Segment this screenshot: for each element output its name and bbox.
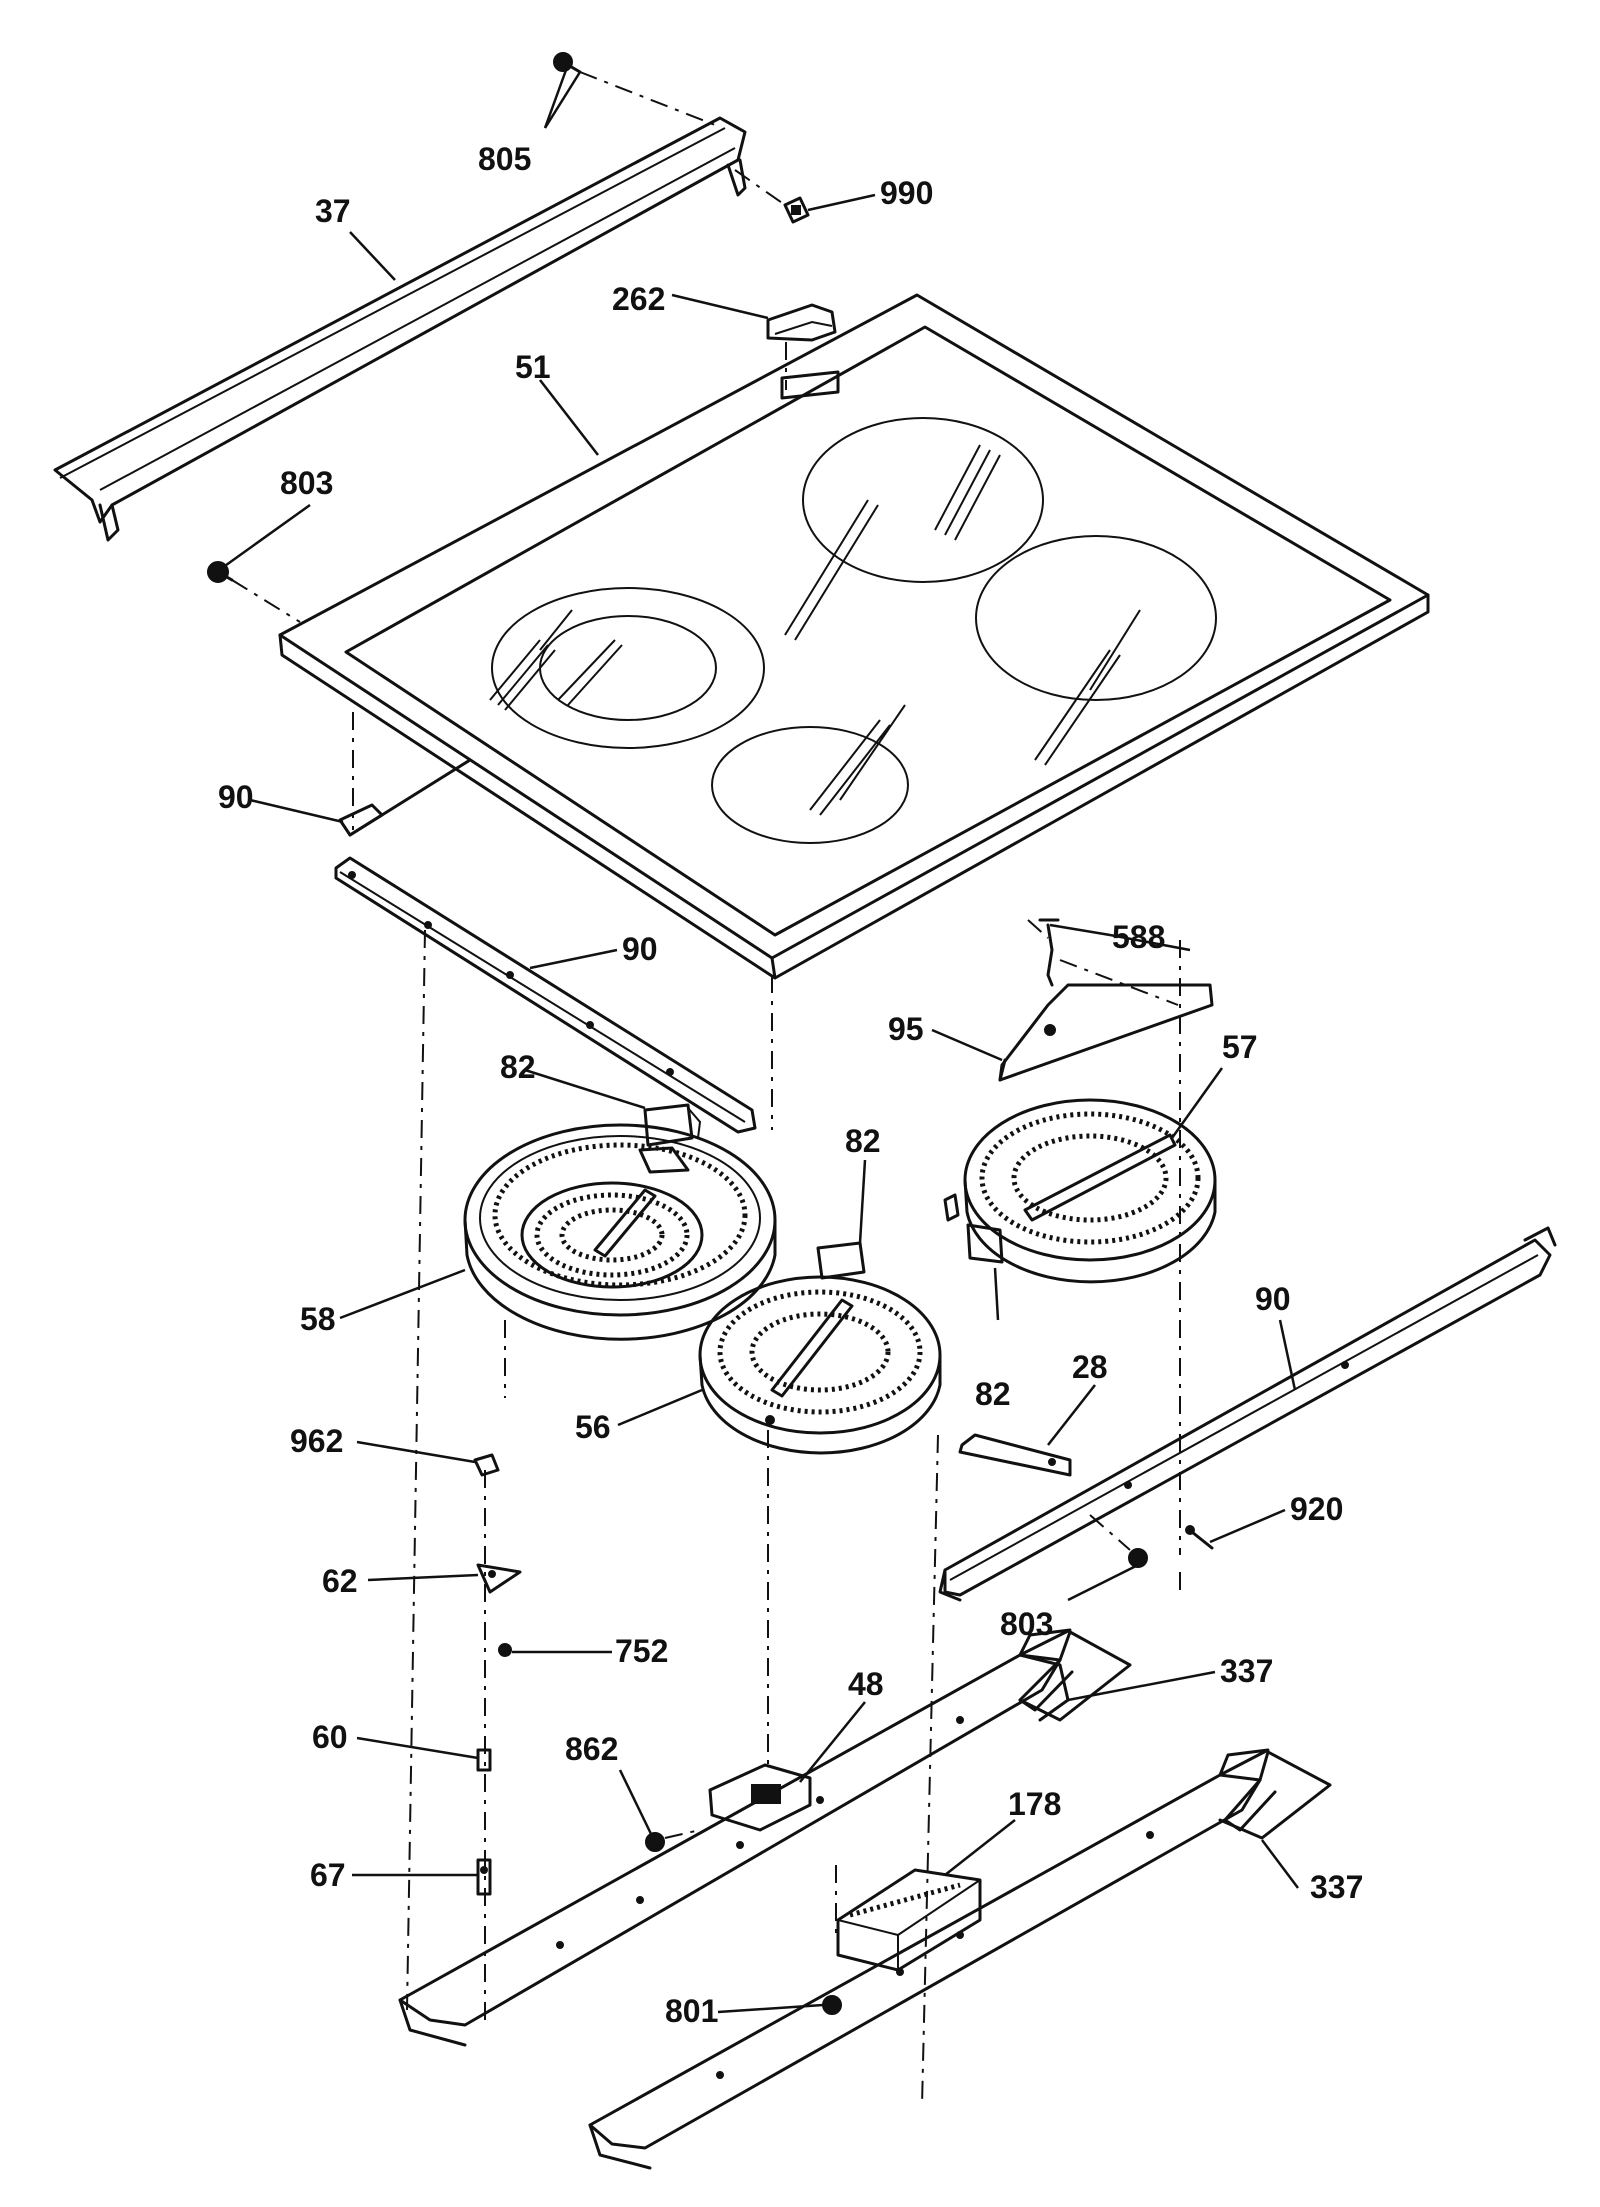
- screw-803-upper: [207, 561, 301, 623]
- terminal-block-48: [708, 1763, 812, 1832]
- clip-962: [473, 1453, 500, 1477]
- callout-labels: 805 990 37 262 51 803 90 90 588 95 57 82…: [218, 141, 1363, 2029]
- label-962: 962: [290, 1423, 343, 1459]
- bracket-95: [998, 983, 1214, 1082]
- screw-862: [645, 1829, 701, 1852]
- clip-990: [734, 169, 810, 224]
- label-95: 95: [888, 1011, 924, 1047]
- label-28: 28: [1072, 1349, 1108, 1385]
- label-803-upper: 803: [280, 465, 333, 501]
- module-178: [836, 1868, 982, 1972]
- leader-lines: [221, 69, 1299, 2014]
- label-58: 58: [300, 1301, 336, 1337]
- label-337-b: 337: [1310, 1869, 1363, 1905]
- label-588: 588: [1112, 919, 1165, 955]
- channel-337-front: [398, 1628, 1132, 2047]
- label-262: 262: [612, 281, 665, 317]
- spring-60: [476, 1748, 492, 1772]
- label-62: 62: [322, 1563, 358, 1599]
- cooktop-glass: [278, 293, 1430, 980]
- label-48: 48: [848, 1666, 884, 1702]
- label-178: 178: [1008, 1786, 1061, 1822]
- label-803-lower: 803: [1000, 1606, 1053, 1642]
- screw-805: [553, 52, 716, 126]
- label-990: 990: [880, 175, 933, 211]
- bracket-262: [766, 303, 837, 390]
- burner-56: [698, 1241, 942, 1455]
- label-82-c: 82: [975, 1376, 1011, 1412]
- label-67: 67: [310, 1857, 346, 1893]
- label-57: 57: [1222, 1029, 1258, 1065]
- side-rail-right: [938, 1226, 1557, 1602]
- label-51: 51: [515, 349, 551, 385]
- pin-920: [1185, 1525, 1214, 1550]
- screw-752: [498, 1643, 512, 1657]
- label-337-a: 337: [1220, 1653, 1273, 1689]
- screw-803-lower: [1089, 1514, 1148, 1568]
- wire-588: [1038, 918, 1060, 987]
- alignment-lines: [352, 712, 1181, 2106]
- bracket-62: [476, 1563, 522, 1594]
- label-82-b: 82: [845, 1123, 881, 1159]
- label-82-a: 82: [500, 1049, 536, 1085]
- side-rail-left: [334, 758, 757, 1134]
- label-752: 752: [615, 1633, 668, 1669]
- burner-58: [463, 1103, 777, 1341]
- label-60: 60: [312, 1719, 348, 1755]
- label-805: 805: [478, 141, 531, 177]
- channel-337-rear: [588, 1748, 1332, 2170]
- label-37: 37: [315, 193, 351, 229]
- label-56: 56: [575, 1409, 611, 1445]
- burner-57: [943, 1098, 1217, 1284]
- stud-67: [476, 1858, 492, 1896]
- label-90-b: 90: [622, 931, 658, 967]
- bracket-28: [958, 1433, 1072, 1477]
- rear-trim-strip: [53, 116, 747, 542]
- label-801: 801: [665, 1993, 718, 2029]
- label-920: 920: [1290, 1491, 1343, 1527]
- screw-801: [822, 1995, 842, 2015]
- label-90-a: 90: [218, 779, 254, 815]
- label-90-c: 90: [1255, 1281, 1291, 1317]
- label-862: 862: [565, 1731, 618, 1767]
